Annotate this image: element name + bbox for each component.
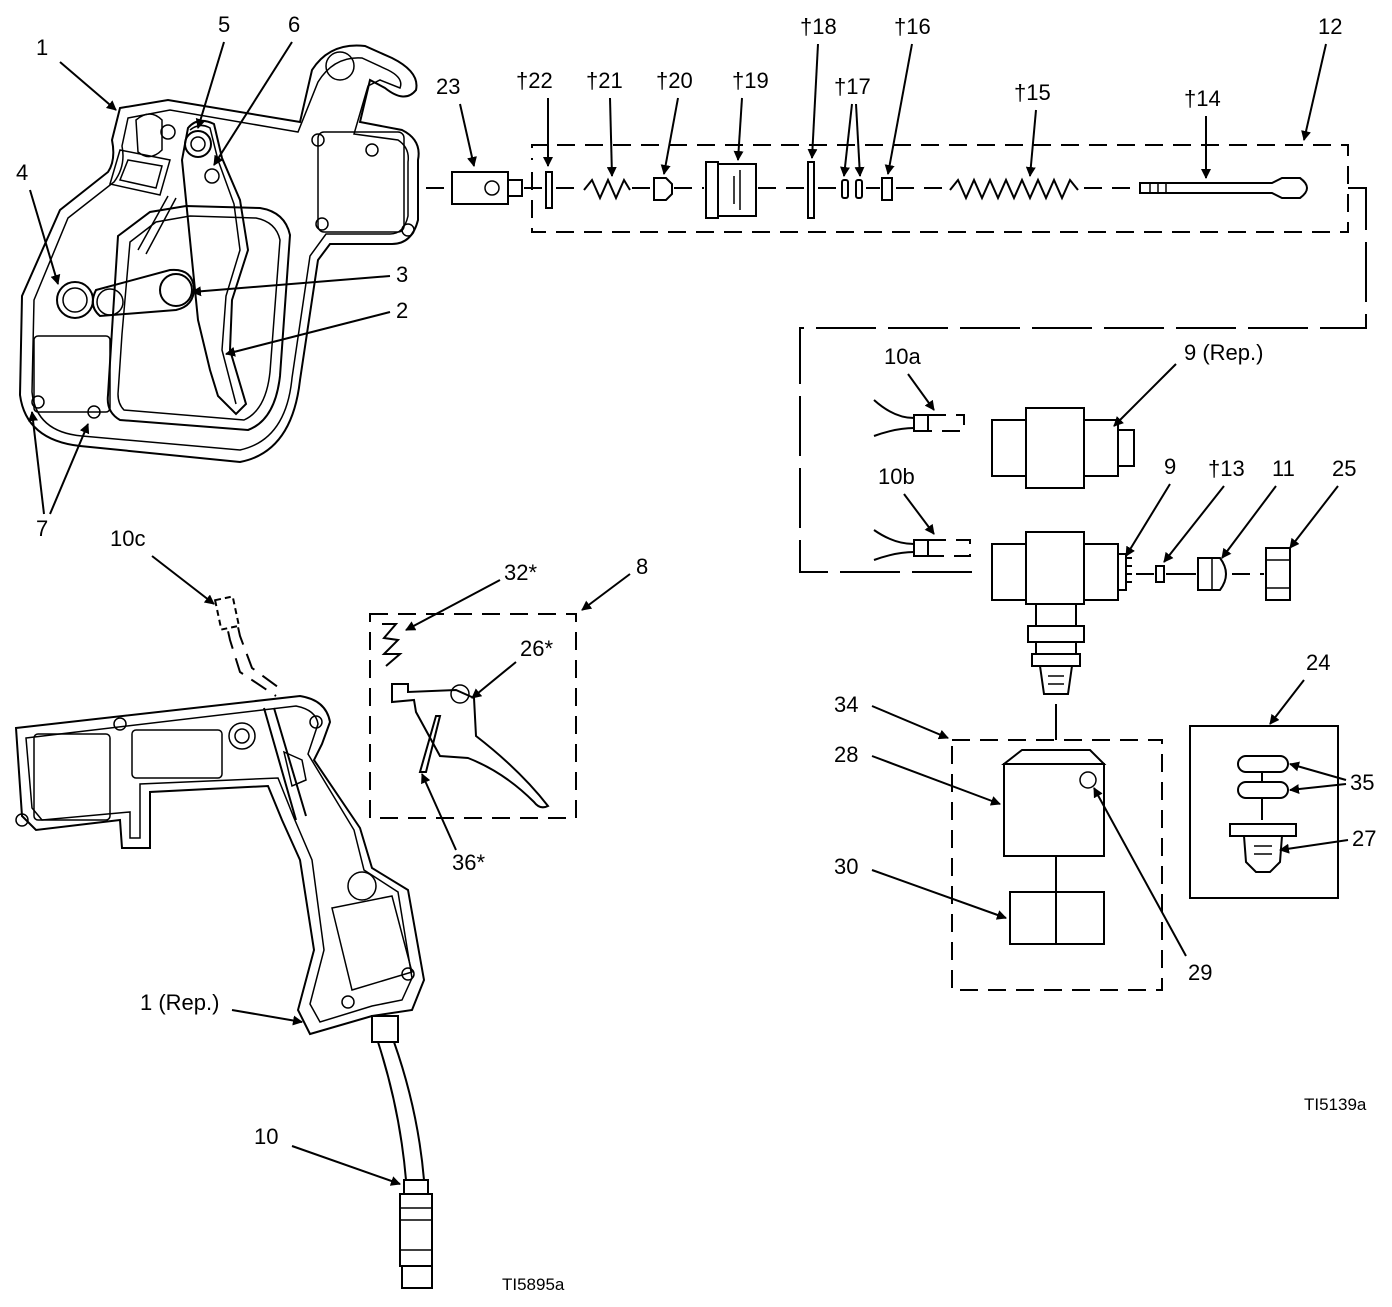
kit-8: 32* 8 26* 36* xyxy=(369,554,648,875)
part-21-spring xyxy=(583,177,631,201)
part-16-bushing xyxy=(881,177,893,201)
callout-10c: 10c xyxy=(110,526,145,551)
callout-9-rep: 9 (Rep.) xyxy=(1184,340,1263,365)
part-19-housing xyxy=(705,161,719,219)
callout-23: 23 xyxy=(436,74,460,99)
callout-32: 32* xyxy=(504,560,537,585)
callout-2: 2 xyxy=(396,298,408,323)
callout-15: †15 xyxy=(1014,80,1051,105)
part-22-washer xyxy=(545,171,553,209)
part-26-trigger-plate xyxy=(391,683,550,809)
kit-34: 34 28 30 29 xyxy=(834,692,1212,991)
part-32-spring xyxy=(381,623,403,667)
callout-1-rep: 1 (Rep.) xyxy=(140,990,219,1015)
part-17-oring-a xyxy=(841,179,849,199)
callout-29: 29 xyxy=(1188,960,1212,985)
callout-10: 10 xyxy=(254,1124,278,1149)
callout-35: 35 xyxy=(1350,770,1374,795)
kit-24: 24 35 27 xyxy=(1189,650,1376,899)
upper-handle-callouts: 1 5 6 4 3 2 7 xyxy=(16,12,408,541)
callout-11: 11 xyxy=(1272,456,1295,481)
gun-handle-upper xyxy=(18,44,420,464)
callout-3: 3 xyxy=(396,262,408,287)
callout-34: 34 xyxy=(834,692,858,717)
callout-21: †21 xyxy=(586,68,623,93)
gun-handle-lower xyxy=(14,595,433,1289)
callout-12: 12 xyxy=(1318,14,1342,39)
callout-30: 30 xyxy=(834,854,858,879)
callout-5: 5 xyxy=(218,12,230,37)
callout-26: 26* xyxy=(520,636,553,661)
callout-10a: 10a xyxy=(884,344,921,369)
callout-9: 9 xyxy=(1164,454,1176,479)
part-36-spring xyxy=(418,715,442,773)
callout-6: 6 xyxy=(288,12,300,37)
connector-callouts: 10a 9 (Rep.) 10b 9 †13 11 25 xyxy=(878,340,1356,563)
callout-13: †13 xyxy=(1208,456,1245,481)
part-20-nut xyxy=(653,177,673,201)
callout-28: 28 xyxy=(834,742,858,767)
callout-8: 8 xyxy=(636,554,648,579)
callout-18: †18 xyxy=(800,14,837,39)
callout-16: †16 xyxy=(894,14,931,39)
callout-14: †14 xyxy=(1184,86,1221,111)
callout-17: †17 xyxy=(834,74,871,99)
figure-ref-lower: TI5895a xyxy=(502,1275,565,1294)
callout-36: 36* xyxy=(452,850,485,875)
callout-10b: 10b xyxy=(878,464,915,489)
part-18-plate xyxy=(807,161,815,219)
part-15-spring xyxy=(949,177,1079,201)
valve-assembly-upper xyxy=(426,144,1367,573)
callout-19: †19 xyxy=(732,68,769,93)
part-17-oring-b xyxy=(855,179,863,199)
callout-1: 1 xyxy=(36,35,48,60)
callout-20: †20 xyxy=(656,68,693,93)
callout-7: 7 xyxy=(36,516,48,541)
connector-assembly xyxy=(873,399,1291,740)
figure-ref-upper: TI5139a xyxy=(1304,1095,1367,1114)
lower-handle-callouts: 10c 1 (Rep.) 10 xyxy=(110,526,401,1186)
callout-4: 4 xyxy=(16,160,28,185)
part-14-needle xyxy=(1139,177,1308,199)
callout-25: 25 xyxy=(1332,456,1356,481)
valve-callouts: 23 †22 †21 †20 †19 †18 †17 †16 †15 †14 1… xyxy=(436,14,1342,179)
callout-22: †22 xyxy=(516,68,553,93)
callout-27: 27 xyxy=(1352,826,1376,851)
callout-24: 24 xyxy=(1306,650,1330,675)
